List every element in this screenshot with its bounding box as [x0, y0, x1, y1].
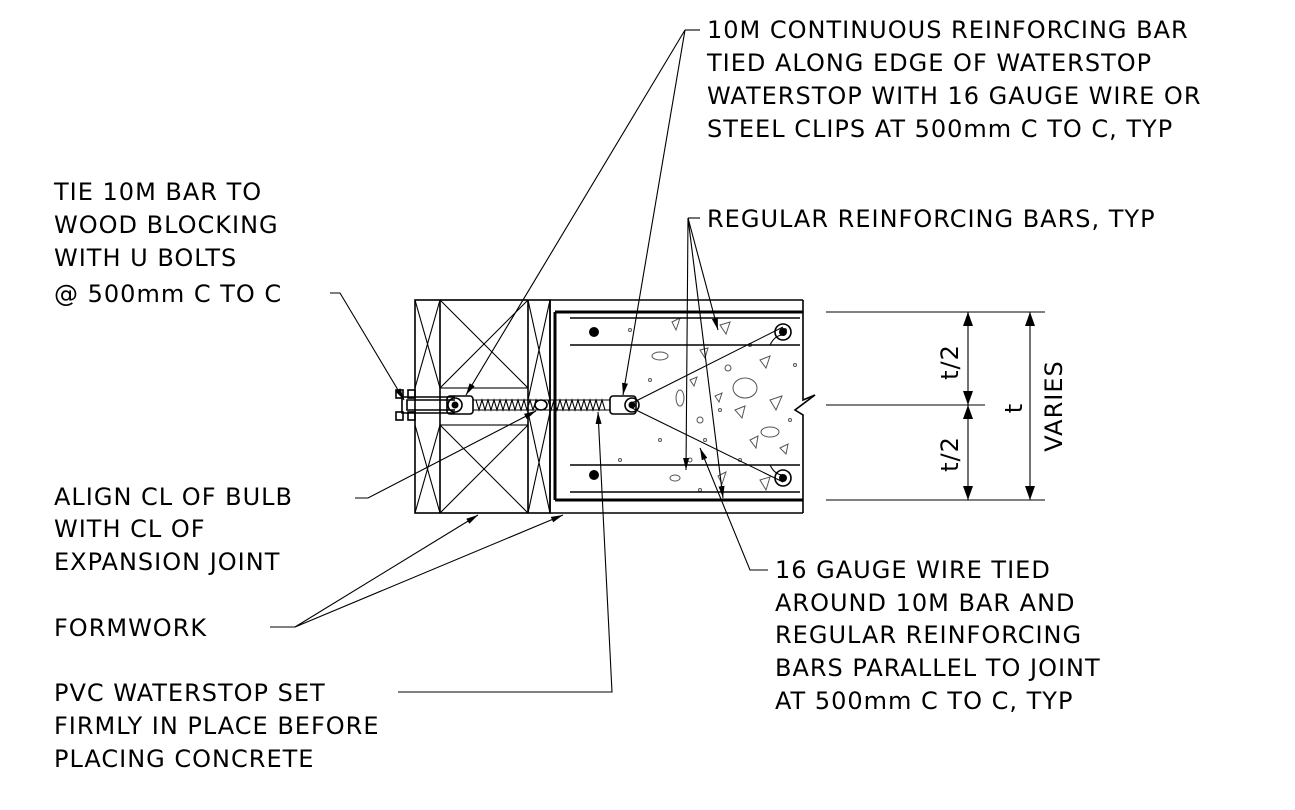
note-line: AROUND 10M BAR AND	[775, 589, 1076, 617]
note-tie-bar: TIE 10M BAR TO WOOD BLOCKING WITH U BOLT…	[53, 178, 282, 308]
note-line: EXPANSION JOINT	[54, 548, 280, 576]
pvc-waterstop	[395, 389, 640, 421]
note-line: STEEL CLIPS AT 500mm C TO C, TYP	[707, 115, 1173, 143]
leader-lines	[270, 29, 768, 693]
note-line: WITH CL OF	[54, 515, 206, 543]
note-line: TIE 10M BAR TO	[53, 178, 262, 206]
note-line: REGULAR REINFORCING BARS, TYP	[707, 205, 1156, 233]
note-line: AT 500mm C TO C, TYP	[775, 687, 1073, 715]
note-line: PLACING CONCRETE	[54, 745, 314, 773]
note-align: ALIGN CL OF BULB WITH CL OF EXPANSION JO…	[54, 483, 293, 576]
note-formwork: FORMWORK	[54, 614, 207, 642]
note-regular-bars: REGULAR REINFORCING BARS, TYP	[707, 205, 1156, 233]
note-line: WATERSTOP WITH 16 GAUGE WIRE OR	[707, 82, 1202, 110]
dim-half-bottom: t/2	[936, 436, 964, 472]
note-line: WITH U BOLTS	[54, 244, 237, 272]
note-wire-tied: 16 GAUGE WIRE TIED AROUND 10M BAR AND RE…	[775, 556, 1101, 715]
dim-total: t	[1000, 403, 1028, 413]
dim-half-top: t/2	[936, 344, 964, 380]
dimension-lines	[826, 311, 1045, 501]
note-line: 16 GAUGE WIRE TIED	[775, 556, 1051, 584]
dim-varies: VARIES	[1040, 360, 1068, 451]
note-line: FIRMLY IN PLACE BEFORE	[54, 712, 380, 740]
note-line: FORMWORK	[54, 614, 207, 642]
note-line: BARS PARALLEL TO JOINT	[775, 654, 1101, 682]
note-line: REGULAR REINFORCING	[775, 621, 1082, 649]
note-line: PVC WATERSTOP SET	[54, 679, 326, 707]
note-line: 10M CONTINUOUS REINFORCING BAR	[707, 16, 1189, 44]
note-line: WOOD BLOCKING	[54, 211, 279, 239]
note-continuous-bar: 10M CONTINUOUS REINFORCING BAR TIED ALON…	[706, 16, 1202, 143]
concrete-slab	[549, 299, 816, 514]
note-line: TIED ALONG EDGE OF WATERSTOP	[706, 49, 1152, 77]
rebar-dots	[589, 323, 792, 487]
note-pvc-waterstop: PVC WATERSTOP SET FIRMLY IN PLACE BEFORE…	[54, 679, 380, 773]
wood-blocking	[414, 299, 551, 514]
note-line: @ 500mm C TO C	[54, 280, 282, 308]
note-line: ALIGN CL OF BULB	[54, 483, 293, 511]
